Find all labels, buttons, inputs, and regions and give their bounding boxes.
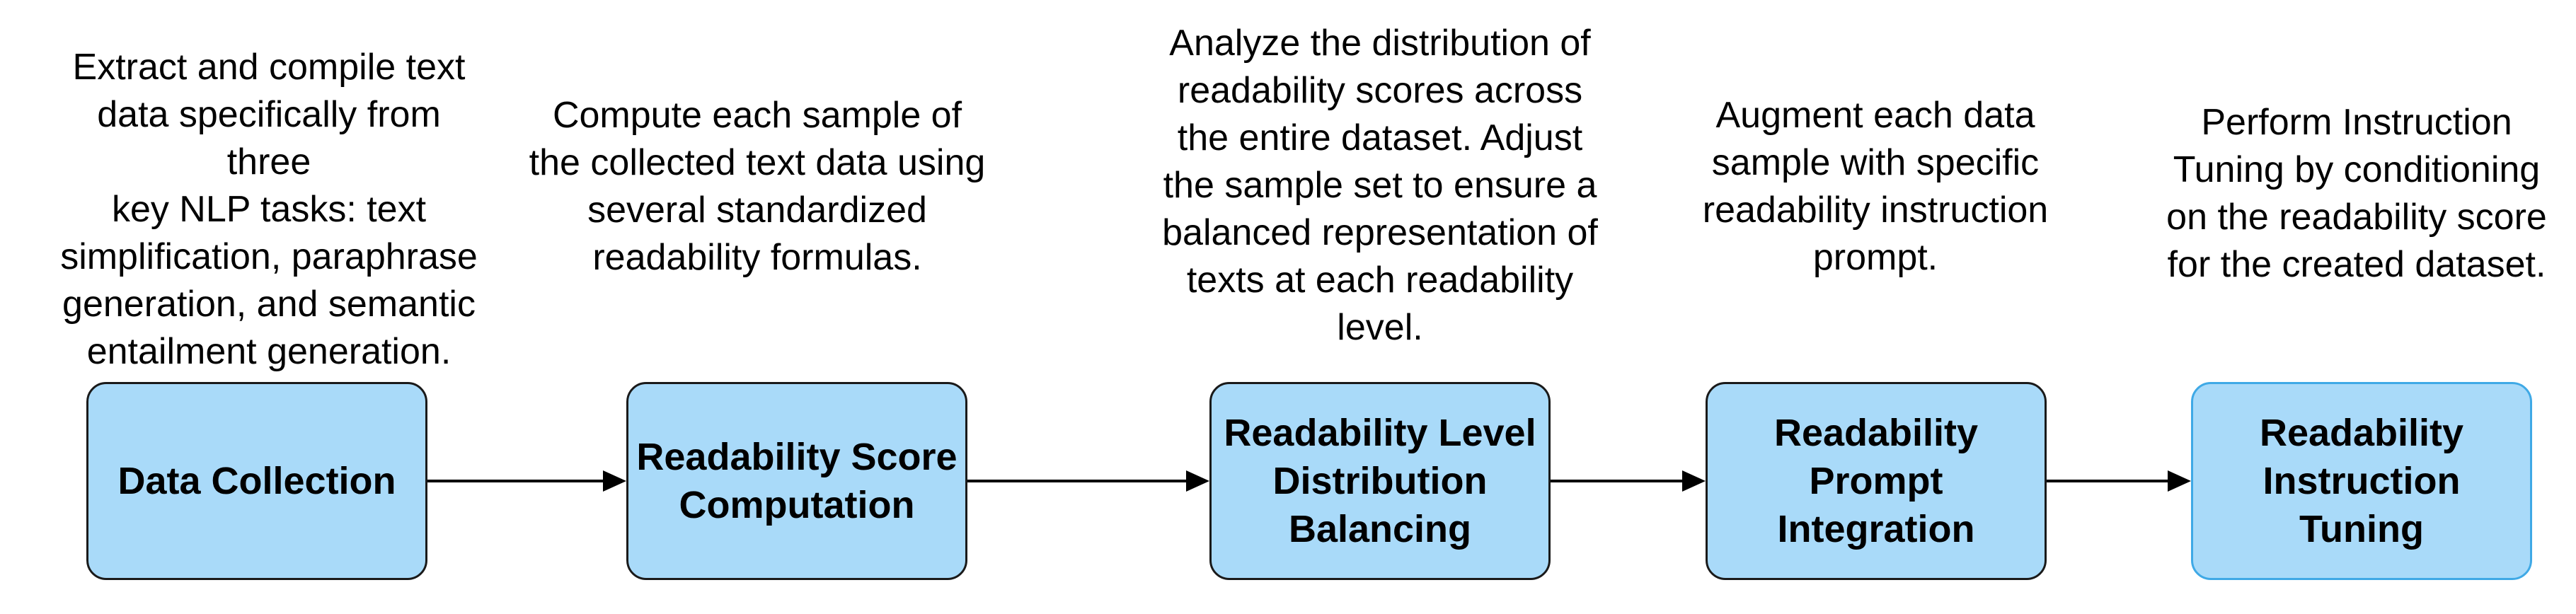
step-2-box: Readability Score Computation	[626, 382, 967, 580]
arrowhead-4-to-5	[2168, 470, 2191, 492]
step-2-description: Compute each sample of the collected tex…	[529, 95, 986, 278]
step-4-label: Readability Prompt Integration	[1773, 412, 1979, 550]
arrowhead-1-to-2	[603, 470, 626, 492]
step-1-label: Data Collection	[117, 460, 396, 502]
step-4-box: Readability Prompt Integration	[1706, 382, 2047, 580]
arrow-2-to-3	[967, 470, 1209, 492]
step-5-description: Perform Instruction Tuning by conditioni…	[2166, 102, 2547, 285]
arrow-3-to-4	[1551, 470, 1706, 492]
arrow-1-to-2	[427, 470, 626, 492]
step-1-description: Extract and compile text data specifical…	[60, 47, 478, 372]
arrowhead-3-to-4	[1682, 470, 1706, 492]
step-3-box: Readability Level Distribution Balancing	[1209, 382, 1551, 580]
step-5-label: Readability Instruction Tuning	[2259, 412, 2464, 550]
step-2-label: Readability Score Computation	[636, 436, 958, 526]
step-3-description: Analyze the distribution of readability …	[1162, 23, 1598, 348]
step-5-box: Readability Instruction Tuning	[2191, 382, 2532, 580]
arrow-4-to-5	[2047, 470, 2191, 492]
step-3-label: Readability Level Distribution Balancing	[1224, 412, 1536, 550]
step-4-description: Augment each data sample with specific r…	[1702, 95, 2049, 278]
arrowhead-2-to-3	[1186, 470, 1209, 492]
step-1-box: Data Collection	[86, 382, 427, 580]
